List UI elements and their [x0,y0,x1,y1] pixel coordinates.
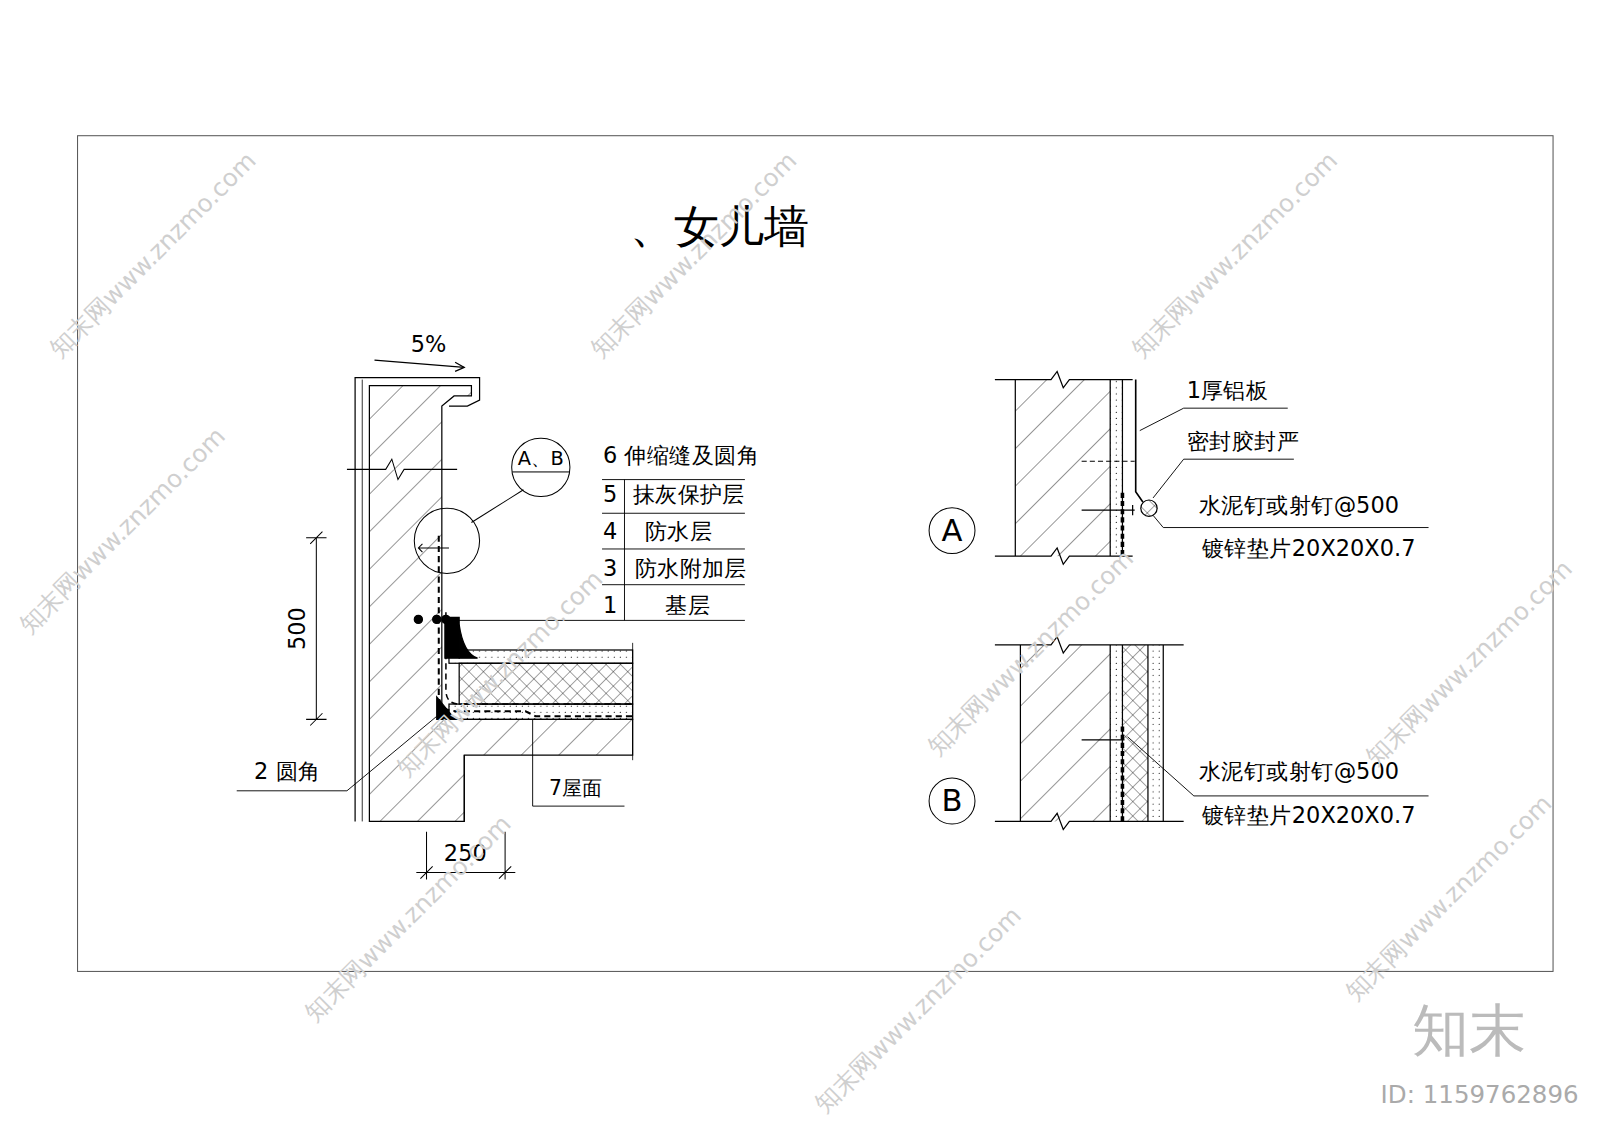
callout-letter: A、B [518,447,564,468]
detail-b [995,637,1429,830]
watermark: 知末网www.znzmo.com [586,147,802,363]
part-name: 密封胶封严 [1187,429,1299,454]
callout-divider [513,472,569,473]
dimension: 500 [286,607,311,650]
watermark: 知末网www.znzmo.com [300,810,516,1026]
layer-name: 防水附加层 [635,557,747,582]
part-note: 镀锌垫片20X20X0.7 [1202,804,1415,829]
left-section [237,360,745,879]
part-note: 镀锌垫片20X20X0.7 [1202,537,1415,562]
detail-callout-circle: A、B [512,438,570,496]
watermark: 知末网www.znzmo.com [1361,555,1577,771]
layer-name: 基层 [665,594,710,619]
watermark: 知末网www.znzmo.com [14,423,230,639]
callout-number: 3 [603,557,617,582]
detail-callout-circle: A [928,507,976,555]
callout-letter: B [942,784,963,818]
layer-name: 伸缩缝及圆角 [624,444,759,469]
callout-number: 1 [603,594,617,619]
detail-a [995,371,1429,564]
part-note: 水泥钉或射钉@500 [1199,494,1399,519]
layer-name: 防水层 [645,519,712,544]
part-note: 水泥钉或射钉@500 [1199,760,1399,785]
part-name: 1厚铝板 [1187,378,1269,403]
watermark: 知末网www.znzmo.com [1127,147,1343,363]
slope-label: 5% [411,333,447,358]
watermark-id: ID: 1159762896 [1381,1081,1579,1108]
callout-number: 2 [254,760,268,785]
detail-callout-circle: B [928,777,976,825]
watermark-logo: 知末 [1412,999,1526,1062]
part-name: 圆角 [276,760,321,785]
frame [78,136,1553,972]
part-name: 7屋面 [549,777,603,799]
callout-letter: A [942,514,963,548]
watermark: 知末网www.znzmo.com [810,902,1026,1118]
layer-name: 抹灰保护层 [633,483,745,508]
callout-number: 4 [603,519,617,544]
callout-number: 5 [603,483,617,508]
callout-number: 6 [603,444,617,469]
